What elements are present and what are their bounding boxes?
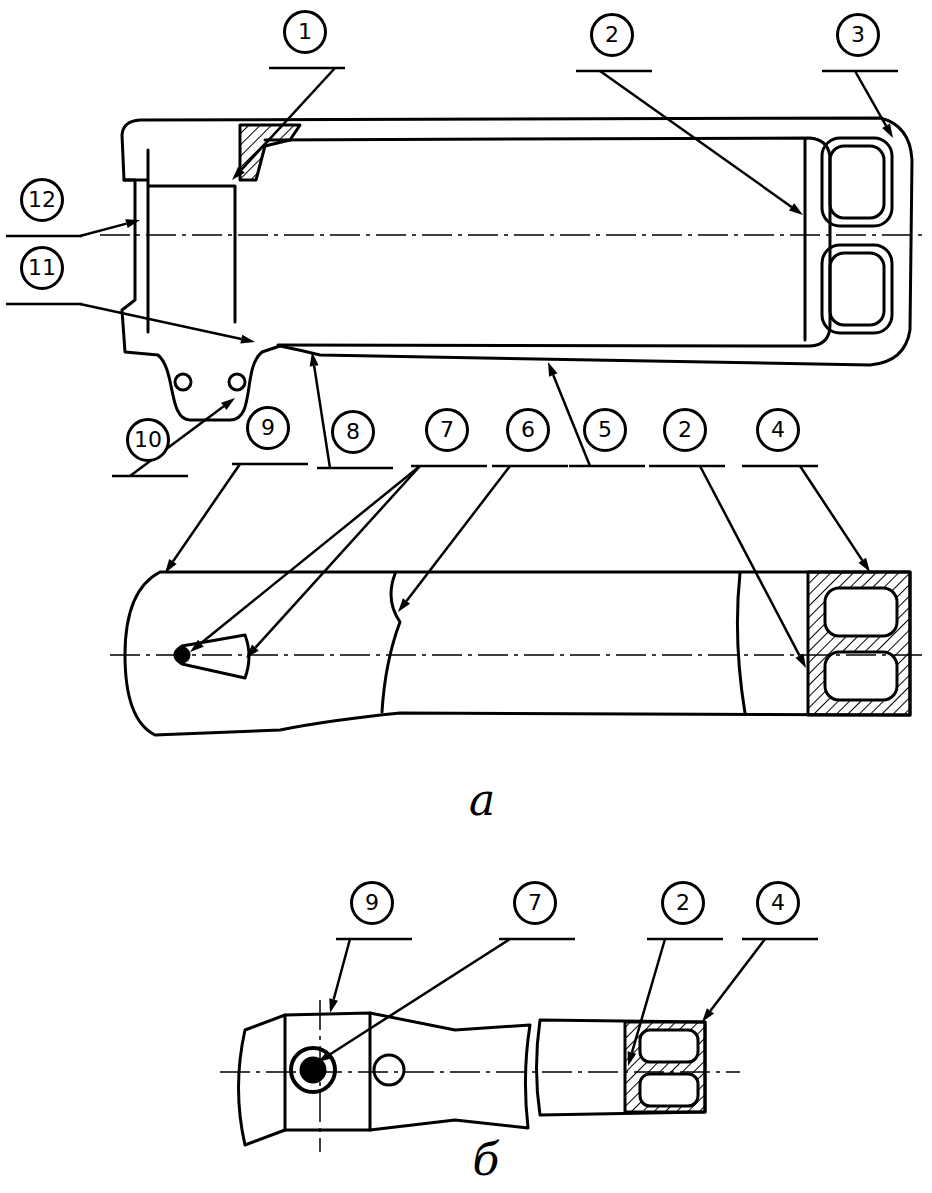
callout-underline <box>411 465 487 468</box>
leader-arrowhead <box>240 335 255 344</box>
view-label: а <box>469 778 495 822</box>
leader-arrowhead <box>789 203 803 215</box>
callout-circle: 5 <box>583 408 627 452</box>
callout-circle: 11 <box>20 246 64 290</box>
leader-arrowhead <box>628 1051 637 1066</box>
leader-line <box>855 71 886 126</box>
leader-arrowhead <box>190 640 204 652</box>
callout-underline <box>649 465 725 468</box>
callout-underline <box>232 463 308 466</box>
callout-circle: 2 <box>590 13 634 57</box>
callout-circle: 1 <box>283 10 327 54</box>
callout-circle: 10 <box>126 418 170 462</box>
leader-line <box>130 406 224 476</box>
callout-number: 5 <box>598 419 612 441</box>
leader-arrowhead <box>221 398 235 410</box>
leader-arrowhead <box>398 598 410 612</box>
callout-underline <box>112 475 188 478</box>
leader-line <box>201 466 420 643</box>
leader-arrowhead <box>318 1051 332 1062</box>
callout-number: 8 <box>346 421 360 443</box>
callout-underline <box>336 938 412 941</box>
callout-underline <box>6 303 82 306</box>
callout-number: 1 <box>298 21 312 43</box>
callout-number: 3 <box>851 24 865 46</box>
leader-line <box>255 466 420 648</box>
callout-circle: 9 <box>350 881 394 925</box>
callout-underline <box>822 70 898 73</box>
callout-circle: 6 <box>506 408 550 452</box>
leader-line <box>173 464 240 561</box>
leader-arrowhead <box>702 1008 714 1022</box>
leader-arrowhead <box>882 124 893 138</box>
callout-circle: 7 <box>513 881 557 925</box>
callout-circle: 4 <box>756 408 800 452</box>
leader-line <box>600 71 792 207</box>
callout-number: 2 <box>678 419 692 441</box>
callout-underline <box>742 465 818 468</box>
callout-circle: 4 <box>756 881 800 925</box>
callout-circle: 3 <box>836 13 880 57</box>
callout-underline <box>6 235 82 238</box>
leader-line <box>710 939 765 1011</box>
callout-underline <box>576 70 652 73</box>
leader-line <box>241 68 335 170</box>
callout-underline <box>647 938 723 941</box>
leader-line <box>800 466 862 560</box>
callout-circle: 8 <box>331 410 375 454</box>
callout-number: 9 <box>365 892 379 914</box>
leader-arrowhead <box>232 167 245 180</box>
callout-number: 7 <box>528 892 542 914</box>
callout-number: 9 <box>261 417 275 439</box>
callout-number: 7 <box>440 419 454 441</box>
callout-circle: 7 <box>425 408 469 452</box>
callout-number: 2 <box>605 24 619 46</box>
view-label: б <box>473 1138 500 1182</box>
callout-underline <box>742 938 818 941</box>
callout-number: 6 <box>521 419 535 441</box>
callout-underline <box>317 467 393 470</box>
leader-arrowhead <box>329 998 338 1013</box>
callout-number: 11 <box>28 257 56 279</box>
callout-underline <box>492 465 568 468</box>
callout-number: 12 <box>28 189 56 211</box>
callout-circle: 2 <box>663 408 707 452</box>
callout-number: 2 <box>676 892 690 914</box>
leader-arrowhead <box>165 559 177 573</box>
leader-line <box>330 939 510 1054</box>
callout-number: 10 <box>134 429 162 451</box>
callout-circle: 12 <box>20 178 64 222</box>
leader-arrowhead <box>548 362 557 377</box>
callout-number: 4 <box>771 419 785 441</box>
leader-arrowhead <box>246 645 259 658</box>
leader-line <box>314 366 330 468</box>
leader-line <box>407 466 510 601</box>
leader-arrowhead <box>310 352 319 367</box>
callout-circle: 2 <box>661 881 705 925</box>
callout-underline <box>569 465 645 468</box>
leader-line <box>700 466 799 656</box>
leader-arrowhead <box>796 654 806 668</box>
leader-line <box>80 224 126 236</box>
leader-line <box>632 939 665 1053</box>
leader-line <box>80 304 241 339</box>
leader-arrowhead <box>859 558 870 572</box>
callout-circle: 9 <box>246 406 290 450</box>
leader-line <box>334 939 350 999</box>
leader-arrowhead <box>125 219 140 228</box>
callout-number: 4 <box>771 892 785 914</box>
